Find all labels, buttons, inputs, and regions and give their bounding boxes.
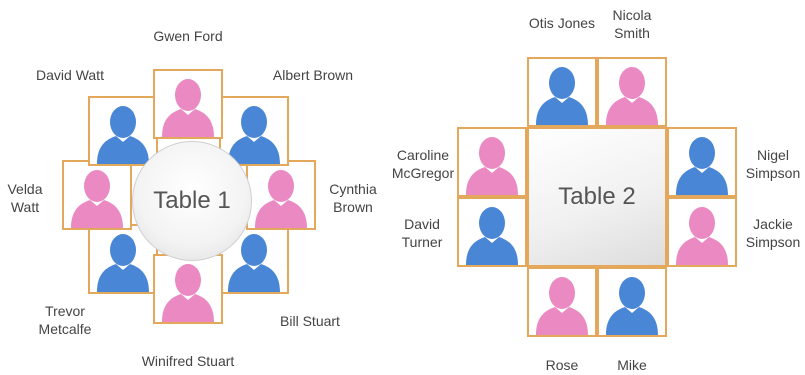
- female-person-icon: [606, 67, 658, 125]
- seat-table2-caroline[interactable]: [457, 127, 527, 197]
- female-person-icon: [162, 264, 214, 322]
- male-person-icon: [228, 106, 280, 164]
- seat-table2-mike[interactable]: [597, 267, 667, 337]
- seat-table1-gwen[interactable]: [153, 69, 223, 139]
- table-2[interactable]: Table 2: [527, 127, 667, 267]
- name-cynthia-brown: Cynthia Brown: [329, 181, 377, 215]
- table-1-label: Table 1: [153, 187, 231, 214]
- seat-table1-winifred[interactable]: [153, 254, 223, 324]
- name-trevor-metcalfe: Trevor Metcalfe: [38, 303, 92, 337]
- table-1[interactable]: Table 1: [132, 141, 252, 261]
- female-person-icon: [676, 207, 728, 265]
- female-person-icon: [71, 170, 123, 228]
- male-person-icon: [228, 234, 280, 292]
- seat-table1-cynthia[interactable]: [246, 160, 316, 230]
- name-david-turner: David Turner: [401, 216, 443, 250]
- name-nicola-smith: Nicola Smith: [612, 7, 652, 41]
- name-nigel-simpson: Nigel Simpson: [745, 147, 801, 181]
- seat-table2-jackie[interactable]: [667, 197, 737, 267]
- male-person-icon: [676, 137, 728, 195]
- seat-table2-otis[interactable]: [527, 57, 597, 127]
- table-2-label: Table 2: [558, 183, 636, 210]
- male-person-icon: [97, 106, 149, 164]
- name-albert-brown: Albert Brown: [272, 67, 354, 83]
- name-gwen-ford: Gwen Ford: [153, 28, 223, 44]
- name-velda-watt: Velda Watt: [7, 181, 43, 215]
- seat-table2-nicola[interactable]: [597, 57, 667, 127]
- name-bill-stuart: Bill Stuart: [280, 313, 340, 329]
- seat-table1-bill[interactable]: [219, 224, 289, 294]
- male-person-icon: [536, 67, 588, 125]
- name-otis-jones: Otis Jones: [528, 15, 596, 31]
- name-david-watt: David Watt: [36, 67, 104, 83]
- seat-table2-rose[interactable]: [527, 267, 597, 337]
- female-person-icon: [255, 170, 307, 228]
- female-person-icon: [162, 79, 214, 137]
- female-person-icon: [536, 277, 588, 335]
- name-mike: Mike: [617, 357, 647, 373]
- male-person-icon: [466, 207, 518, 265]
- seat-table2-david-turner[interactable]: [457, 197, 527, 267]
- name-jackie-simpson: Jackie Simpson: [745, 216, 801, 250]
- name-winifred-stuart: Winifred Stuart: [141, 353, 235, 369]
- seat-table1-velda[interactable]: [62, 160, 132, 230]
- male-person-icon: [97, 234, 149, 292]
- female-person-icon: [466, 137, 518, 195]
- name-caroline-mcgregor: Caroline McGregor: [391, 147, 455, 181]
- seat-table2-nigel[interactable]: [667, 127, 737, 197]
- seat-table1-david-watt[interactable]: [88, 96, 158, 166]
- male-person-icon: [606, 277, 658, 335]
- name-rose: Rose: [545, 357, 579, 373]
